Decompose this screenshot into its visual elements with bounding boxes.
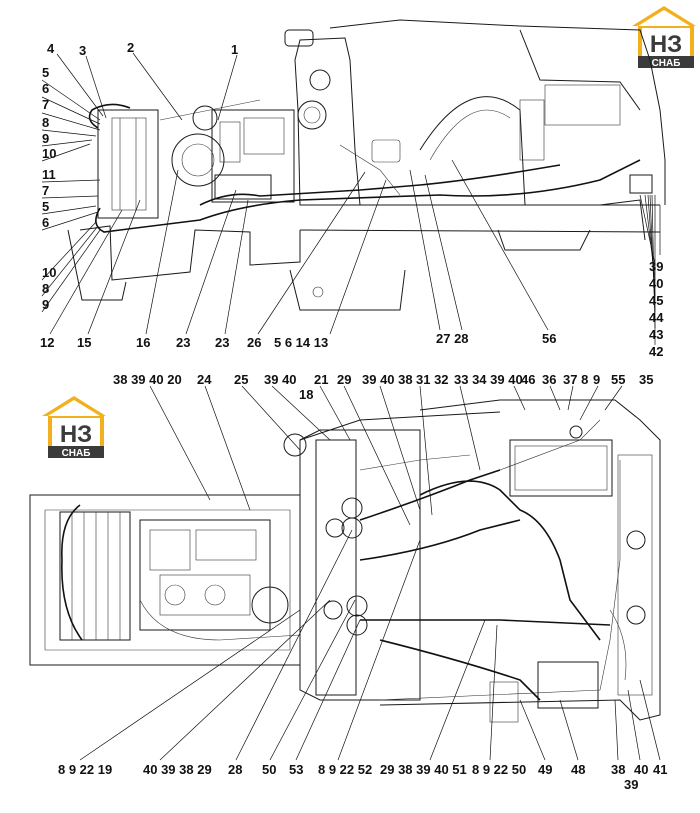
callout: 40 39 38 29 [143,762,212,777]
callout: 6 [42,215,49,230]
callout: 1 [231,42,238,57]
callout: 25 [234,372,248,387]
callout: 10 [42,146,56,161]
callout: 48 [571,762,585,777]
callout: 42 [649,344,663,359]
callout: 44 [649,310,664,325]
callout: 8 9 22 50 [472,762,526,777]
callout: 8 9 22 19 [58,762,112,777]
logo-letters: НЗ [60,421,92,448]
callout: 7 [42,97,49,112]
callout: 26 [247,335,261,350]
callout: 29 [337,372,351,387]
callout: 36 [542,372,556,387]
brand-logo-bottom: НЗ СНАБ [42,396,106,459]
callout: 23 [215,335,229,350]
callout: 4 [47,41,55,56]
callout: 6 [42,81,49,96]
callout: 56 [542,331,556,346]
logo-letters: НЗ [650,31,682,58]
callout: 9 [42,131,49,146]
callout: 16 [136,335,150,350]
callout: 45 [649,293,663,308]
callout: 12 [40,335,54,350]
callout: 38 [611,762,625,777]
callout: 8 [42,115,49,130]
callout: 37 8 [563,372,588,387]
callout: 5 6 14 13 [274,335,328,350]
callout: 21 [314,372,328,387]
plan-view-leaders [79,385,661,761]
side-view-drawing [41,19,666,345]
callout: 43 [649,327,663,342]
callout: 29 38 39 40 51 [380,762,467,777]
callout: 39 [649,259,663,274]
callout: 46 [521,372,535,387]
callout: 38 39 40 20 [113,372,182,387]
callout: 5 [42,199,49,214]
side-view-callouts: 4 3 2 1 5 6 7 8 9 10 11 7 5 6 10 8 9 12 … [40,40,664,359]
callout: 31 32 [416,372,449,387]
plan-view-drawing [29,399,661,723]
callout: 40 [634,762,648,777]
callout: 7 [42,183,49,198]
callout: 33 34 39 40 [454,372,523,387]
callout: 39 40 38 [362,372,413,387]
callout: 27 28 [436,331,469,346]
callout: 24 [197,372,212,387]
callout: 28 [228,762,242,777]
callout: 49 [538,762,552,777]
callout: 9 [42,297,49,312]
callout: 5 [42,65,49,80]
callout: 40 [649,276,663,291]
callout: 50 [262,762,276,777]
callout: 39 40 [264,372,297,387]
callout: 3 [79,43,86,58]
callout: 41 [653,762,667,777]
plan-view-callouts: 38 39 40 20 24 25 39 40 21 18 29 39 40 3… [58,372,667,792]
callout: 9 [593,372,600,387]
callout: 35 [639,372,653,387]
callout: 23 [176,335,190,350]
callout: 8 9 22 52 [318,762,372,777]
logo-caption: СНАБ [62,448,91,459]
callout: 8 [42,281,49,296]
callout: 2 [127,40,134,55]
callout: 10 [42,265,56,280]
callout: 55 [611,372,625,387]
callout: 18 [299,387,313,402]
callout: 15 [77,335,91,350]
callout: 53 [289,762,303,777]
callout: 11 [42,167,56,182]
callout: 39 [624,777,638,792]
logo-caption: СНАБ [652,58,681,69]
brand-logo-top: НЗ СНАБ [632,6,696,69]
